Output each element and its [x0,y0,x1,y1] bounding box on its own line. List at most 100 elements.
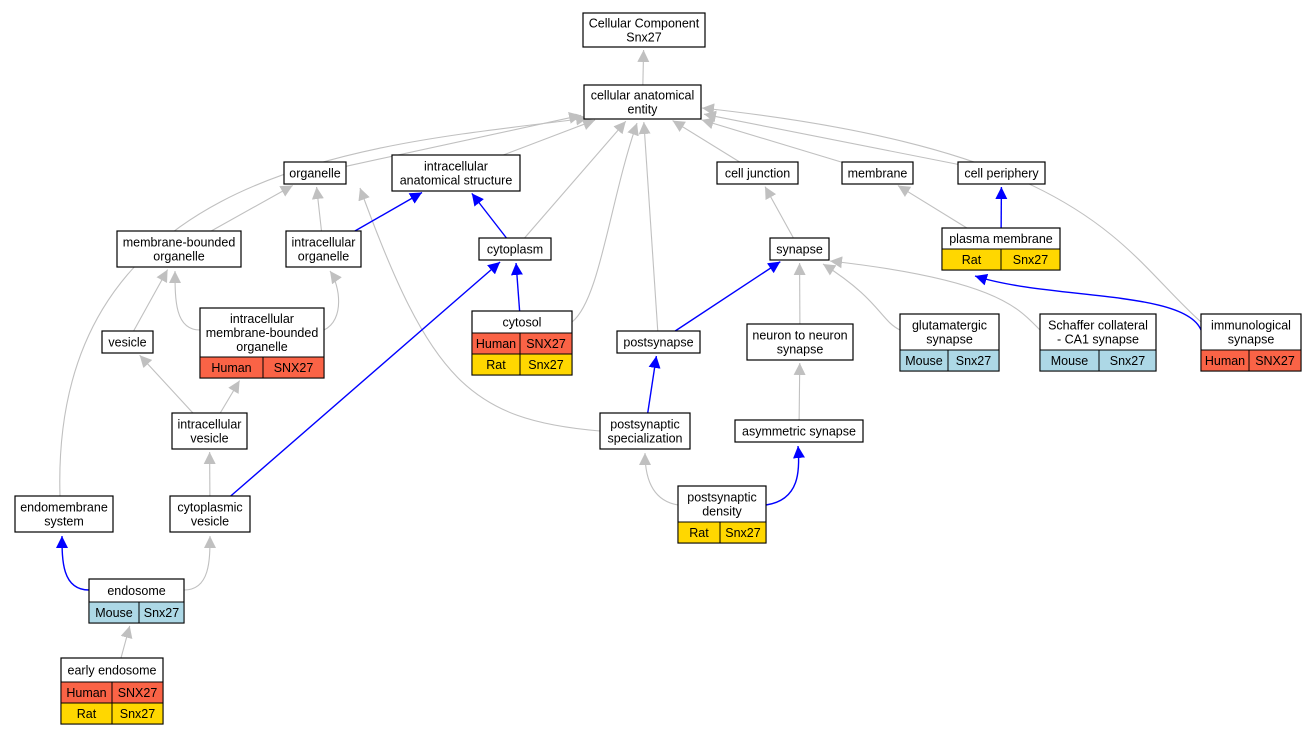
edge-iv-to-imbo [219,380,241,414]
node-io-box [285,230,362,268]
node-membrane-label-line: membrane [848,167,908,181]
node-cytoplasm-label-line: cytoplasm [487,243,543,257]
node-membrane-box [841,161,914,185]
node-celljunction-box [716,161,799,185]
node-iv-label-line: intracellular [178,418,242,432]
node-cv-label-line: vesicle [191,515,229,529]
node-imbo-label-line: organelle [236,340,287,354]
edge-cv-to-cytoplasm [230,261,501,497]
node-glut-label-line: glutamatergic [912,319,987,333]
node-immuno-gene-cell [1248,349,1302,372]
node-glut-species: Mouse [905,354,943,368]
edge-ias-to-cae [503,118,596,156]
node-imbo-gene: SNX27 [274,361,314,375]
node-psd-label-line: density [702,505,742,519]
node-imbo-label-line: intracellular [230,312,294,326]
node-mbo-label-line: membrane-bounded [123,236,236,250]
node-endosome-species: Mouse [95,606,133,620]
node-earlyendo-species: Rat [77,707,97,721]
node-imbo-label-line: membrane-bounded [206,326,319,340]
node-plasmamembrane-gene: Snx27 [1013,253,1048,267]
node-vesicle-label-line: vesicle [108,336,146,350]
edge-endomembrane-to-cae [59,113,589,497]
node-earlyendo-gene: Snx27 [120,707,155,721]
edge-io-to-ias [354,191,423,232]
edge-pss-to-organelle [358,187,601,432]
node-earlyendo-gene: SNX27 [118,686,158,700]
node-immuno-species: Human [1205,354,1245,368]
edge-celljunction-to-cae [672,120,740,163]
node-cytosol-gene: Snx27 [528,358,563,372]
edge-imbo-to-io [323,270,342,331]
node-membrane[interactable]: membrane [841,161,914,185]
node-psd-species: Rat [689,526,709,540]
edge-schaffer-to-synapse [829,256,1041,331]
node-organelle-label-line: organelle [289,167,340,181]
node-postsynapse-box [616,330,701,354]
edge-postsynapse-to-synapse [674,261,781,332]
node-vesicle[interactable]: vesicle [101,330,154,354]
edge-io-to-organelle [311,186,324,232]
node-iv-box [171,412,248,450]
node-cytoplasm[interactable]: cytoplasm [478,237,552,261]
edge-immuno-to-plasmamembrane [974,273,1202,331]
node-organelle[interactable]: organelle [283,161,347,185]
node-cytosol-gene-cell [519,353,573,376]
node-psd-label-line: postsynaptic [687,491,756,505]
node-cellperiphery[interactable]: cell periphery [957,161,1046,185]
edge-plasmamembrane-to-membrane [897,185,968,229]
node-plasmamembrane-species: Rat [962,253,982,267]
node-immuno-gene: SNX27 [1255,354,1295,368]
node-iv-label-line: vesicle [190,432,228,446]
node-synapse-box [769,237,830,261]
edge-synapse-to-celljunction [764,186,794,239]
node-asym-box [734,419,864,443]
edge-cae-to-root [637,49,650,86]
node-cellperiphery-label-line: cell periphery [964,167,1039,181]
node-endosome-gene: Snx27 [144,606,179,620]
node-earlyendo-gene-cell [111,702,164,725]
node-psd-gene-cell [719,521,767,544]
node-synapse[interactable]: synapse [769,237,830,261]
node-schaffer-species: Mouse [1051,354,1089,368]
node-earlyendo-species: Human [66,686,106,700]
edge-endosome-to-cv [183,535,216,591]
node-imbo[interactable]: intracellularmembrane-boundedorganelleHu… [199,307,325,379]
node-psd-gene: Snx27 [725,526,760,540]
node-asym[interactable]: asymmetric synapse [734,419,864,443]
edge-cytoplasm-to-cae [524,120,627,239]
node-postsynapse-label-line: postsynapse [623,336,693,350]
node-cytosol-label-line: cytosol [503,316,542,330]
node-celljunction[interactable]: cell junction [716,161,799,185]
edge-mbo-to-organelle [210,184,293,232]
node-glut-label-line: synapse [926,333,973,347]
node-cae-label-line: cellular anatomical [591,89,695,103]
node-celljunction-label-line: cell junction [725,167,790,181]
node-postsynapse[interactable]: postsynapse [616,330,701,354]
node-plasmamembrane-gene-cell [1000,248,1061,271]
edges-layer [56,49,1202,659]
node-organelle-box [283,161,347,185]
edge-imbo-to-mbo [169,270,201,331]
node-io-label-line: intracellular [292,236,356,250]
node-glut-gene-cell [947,349,1000,372]
